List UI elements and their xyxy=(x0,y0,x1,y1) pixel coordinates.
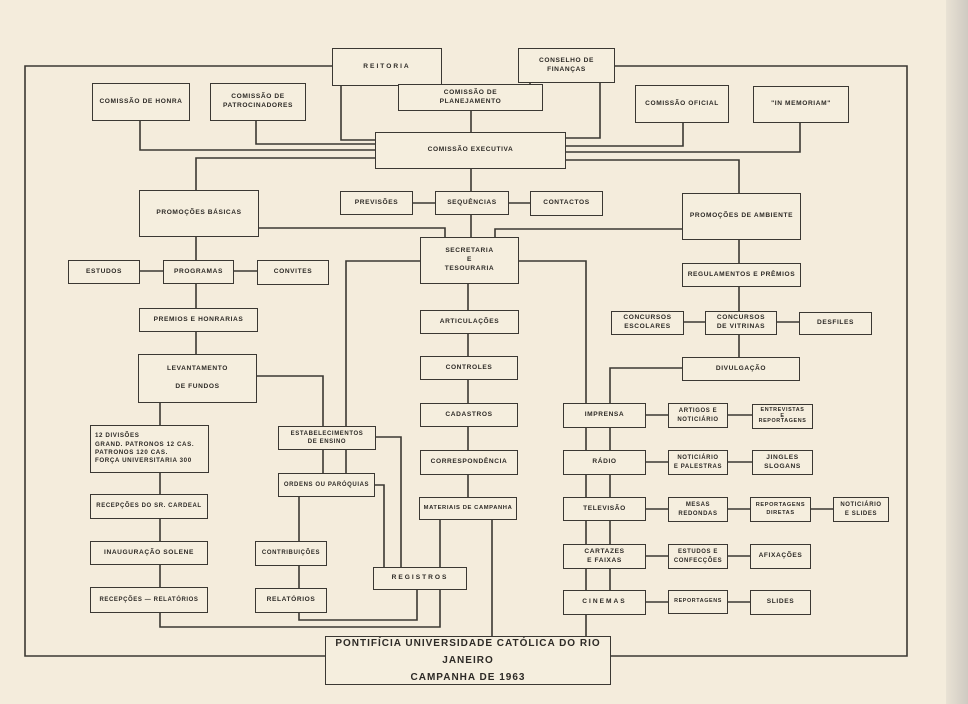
box-conselho-de-financas: CONSELHO DE FINANÇAS xyxy=(518,48,615,83)
box-inauguracao-solene: INAUGURAÇÃO SOLENE xyxy=(90,541,208,565)
box-12-divisoes: 12 DIVISÕES GRAND. PATRONOS 12 CAS. PATR… xyxy=(90,425,209,473)
box-entrevistas-e-reportagens: ENTREVISTAS E REPORTAGENS xyxy=(752,404,813,429)
box-correspondencia: CORRESPONDÊNCIA xyxy=(420,450,518,475)
outer-frame-left xyxy=(24,65,332,657)
box-reportagens: REPORTAGENS xyxy=(668,590,728,614)
box-estabelecimentos-de-ensino: ESTABELECIMENTOS DE ENSINO xyxy=(278,426,376,450)
box-contactos: CONTACTOS xyxy=(530,191,603,216)
box-materiais-de-campanha: MATERIAIS DE CAMPANHA xyxy=(419,497,517,520)
box-recepcoes-do-sr-cardeal: RECEPÇÕES DO SR. CARDEAL xyxy=(90,494,208,519)
box-regulamentos-e-premios: REGULAMENTOS E PRÊMIOS xyxy=(682,263,801,287)
box-relatorios: RELATÓRIOS xyxy=(255,588,327,613)
box-radio: RÁDIO xyxy=(563,450,646,475)
box-reportagens-diretas: REPORTAGENS DIRETAS xyxy=(750,497,811,522)
box-reitoria: REITORIA xyxy=(332,48,442,86)
box-secretaria-e-tesouraria: SECRETARIA E TESOURARIA xyxy=(420,237,519,284)
outer-frame-right xyxy=(610,65,908,657)
box-comissao-de-honra: COMISSÃO DE HONRA xyxy=(92,83,190,121)
box-cinemas: CINEMAS xyxy=(563,590,646,615)
box-imprensa: IMPRENSA xyxy=(563,403,646,428)
box-estudos: ESTUDOS xyxy=(68,260,140,284)
box-afixacoes: AFIXAÇÕES xyxy=(750,544,811,569)
page-edge xyxy=(946,0,968,704)
box-programas: PROGRAMAS xyxy=(163,260,234,284)
box-comissao-de-planejamento: COMISSÃO DE PLANEJAMENTO xyxy=(398,84,543,111)
box-cadastros: CADASTROS xyxy=(420,403,518,427)
box-jingles-slogans: JINGLES SLOGANS xyxy=(752,450,813,475)
box-concursos-escolares: CONCURSOS ESCOLARES xyxy=(611,311,684,335)
box-ordens-ou-paroquias: ORDENS OU PARÓQUIAS xyxy=(278,473,375,497)
box-desfiles: DESFILES xyxy=(799,312,872,335)
box-concursos-de-vitrinas: CONCURSOS DE VITRINAS xyxy=(705,311,777,335)
box-premios-e-honrarias: PREMIOS E HONRARIAS xyxy=(139,308,258,332)
box-divulgacao: DIVULGAÇÃO xyxy=(682,357,800,381)
box-comissao-de-patrocinadores: COMISSÃO DE PATROCINADORES xyxy=(210,83,306,121)
box-mesas-redondas: MESAS REDONDAS xyxy=(668,497,728,522)
box-promocoes-basicas: PROMOÇÕES BÁSICAS xyxy=(139,190,259,237)
box-articulacoes: ARTICULAÇÕES xyxy=(420,310,519,334)
box-artigos-e-noticiario: ARTIGOS E NOTICIÁRIO xyxy=(668,403,728,428)
box-noticiario-e-palestras: NOTICIÁRIO E PALESTRAS xyxy=(668,450,728,475)
box-cartazes-e-faixas: CARTAZES E FAIXAS xyxy=(563,544,646,569)
box-recepcoes-relatorios: RECEPÇÕES — RELATÓRIOS xyxy=(90,587,208,613)
box-sequencias: SEQUÊNCIAS xyxy=(435,191,509,215)
box-televisao: TELEVISÃO xyxy=(563,497,646,521)
box-in-memoriam: "IN MEMORIAM" xyxy=(753,86,849,123)
box-comissao-oficial: COMISSÃO OFICIAL xyxy=(635,85,729,123)
box-convites: CONVITES xyxy=(257,260,329,285)
box-noticiario-e-slides: NOTICIÁRIO E SLIDES xyxy=(833,497,889,522)
box-estudos-e-confeccoes: ESTUDOS E CONFECÇÕES xyxy=(668,544,728,569)
box-comissao-executiva: COMISSÃO EXECUTIVA xyxy=(375,132,566,169)
box-contribuicoes: CONTRIBUIÇÕES xyxy=(255,541,327,566)
box-puc-campanha-1963: PONTIFÍCIA UNIVERSIDADE CATÓLICA DO RIO … xyxy=(325,636,611,685)
box-promocoes-de-ambiente: PROMOÇÕES DE AMBIENTE xyxy=(682,193,801,240)
box-controles: CONTROLES xyxy=(420,356,518,380)
box-registros: REGISTROS xyxy=(373,567,467,590)
box-previsoes: PREVISÕES xyxy=(340,191,413,215)
box-slides: SLIDES xyxy=(750,590,811,615)
box-levantamento-de-fundos: LEVANTAMENTO DE FUNDOS xyxy=(138,354,257,403)
